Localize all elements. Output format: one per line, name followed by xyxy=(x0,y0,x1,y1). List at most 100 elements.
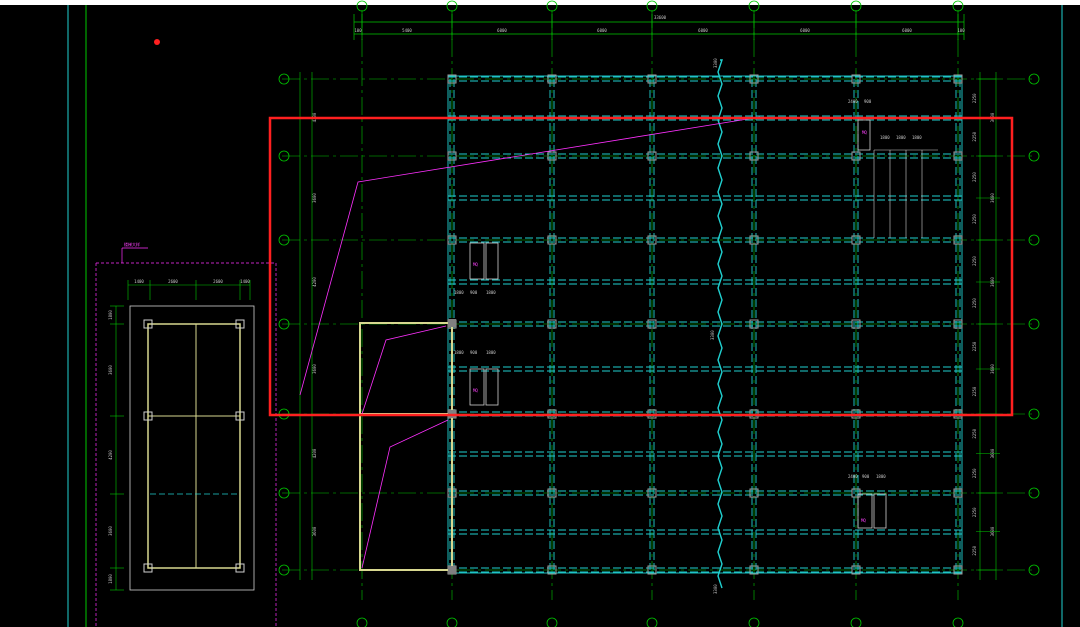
column xyxy=(851,319,861,329)
column xyxy=(547,565,557,575)
stair-tag: MQ xyxy=(473,262,478,267)
opening-dimension: 2400 xyxy=(848,99,858,104)
right-dimension-label: 2250 xyxy=(972,545,977,555)
left-dimension-label: 4200 xyxy=(312,448,317,458)
left-dimension-label: 3600 xyxy=(312,193,317,203)
top-dimension-total: 33600 xyxy=(654,15,667,20)
opening-dimension: 2400 xyxy=(848,474,858,479)
column xyxy=(749,488,759,498)
joint-label-bottom: 3300 xyxy=(713,584,718,594)
window-top-edge xyxy=(0,0,1080,5)
axis-bubble-bottom xyxy=(446,617,458,627)
top-dimension-segment: 6000 xyxy=(800,28,810,33)
right-dimension-label: 2250 xyxy=(972,93,977,103)
axis-bubble-bottom xyxy=(356,617,368,627)
axis-bubble-left xyxy=(278,318,290,330)
opening-frame-mid-lower-2 xyxy=(485,368,499,406)
joint-label-top: 3300 xyxy=(713,58,718,68)
opening-dimension: 1800 xyxy=(454,350,464,355)
column xyxy=(547,74,557,84)
column xyxy=(851,235,861,245)
axis-bubble-top xyxy=(952,0,964,12)
column xyxy=(851,151,861,161)
detail-stair-frame xyxy=(147,323,241,569)
column xyxy=(851,74,861,84)
column xyxy=(547,319,557,329)
column xyxy=(953,319,963,329)
axis-bubble-top xyxy=(356,0,368,12)
column xyxy=(749,151,759,161)
opening-frame-mid-2 xyxy=(485,242,499,280)
right-dimension-label: 2250 xyxy=(972,507,977,517)
axis-bubble-left xyxy=(278,150,290,162)
detail-top-dimension: 1400 xyxy=(240,279,250,284)
detail-left-dimension: 1800 xyxy=(108,574,113,584)
column xyxy=(647,151,657,161)
axis-bubble-bottom xyxy=(850,617,862,627)
opening-dimension: 1800 xyxy=(880,135,890,140)
axis-bubble-top xyxy=(546,0,558,12)
column xyxy=(447,151,457,161)
opening-dimension: 1800 xyxy=(876,474,886,479)
column xyxy=(953,488,963,498)
highlight-selection-box xyxy=(268,116,1014,417)
axis-bubble-right xyxy=(1028,487,1040,499)
detail-top-dimension: 2600 xyxy=(213,279,223,284)
axis-bubble-left xyxy=(278,564,290,576)
opening-frame-upper xyxy=(857,119,871,151)
column xyxy=(447,235,457,245)
stairwell-column xyxy=(448,566,456,574)
axis-bubble-left xyxy=(278,234,290,246)
axis-bubble-bottom xyxy=(646,617,658,627)
detail-left-dimension: 4200 xyxy=(108,450,113,460)
opening-dimension: 1800 xyxy=(486,350,496,355)
opening-dimension: 1800 xyxy=(896,135,906,140)
right-dimension-label: 2250 xyxy=(972,131,977,141)
detail-column xyxy=(143,411,153,421)
detail-column xyxy=(235,563,245,573)
column xyxy=(447,74,457,84)
detail-outer-frame xyxy=(129,305,255,591)
detail-tag: 楼梯大样 xyxy=(124,241,140,247)
leader-line xyxy=(361,419,449,569)
axis-bubble-bottom xyxy=(748,617,760,627)
detail-column xyxy=(143,563,153,573)
right-dimension-label: 2250 xyxy=(972,214,977,224)
expansion-joint-line xyxy=(717,59,723,589)
opening-frame-lower xyxy=(857,493,873,529)
column xyxy=(953,74,963,84)
axis-bubble-right xyxy=(1028,408,1040,420)
column xyxy=(749,74,759,84)
left-dimension-label: 3600 xyxy=(312,364,317,374)
detail-column xyxy=(143,319,153,329)
right-dimension-label: 2250 xyxy=(972,172,977,182)
stair-tag: MQ xyxy=(862,130,867,135)
column xyxy=(547,151,557,161)
column xyxy=(749,565,759,575)
stairwell-column xyxy=(448,319,456,327)
opening-dimension: 900 xyxy=(864,99,872,104)
opening-dimension: 900 xyxy=(470,350,478,355)
slab-outline xyxy=(447,75,963,574)
column xyxy=(953,565,963,575)
column xyxy=(647,565,657,575)
axis-bubble-bottom xyxy=(546,617,558,627)
axis-bubble-right xyxy=(1028,564,1040,576)
column xyxy=(647,74,657,84)
detail-column xyxy=(235,319,245,329)
axis-bubble-left xyxy=(278,487,290,499)
top-dimension-segment: 100 xyxy=(957,28,965,33)
column xyxy=(953,151,963,161)
right-dimension-label: 2250 xyxy=(972,468,977,478)
stair-tag: MQ xyxy=(473,388,478,393)
top-dimension-segment: 6000 xyxy=(698,28,708,33)
opening-dimension: 1800 xyxy=(912,135,922,140)
opening-dimension: 900 xyxy=(862,474,870,479)
detail-left-dimension: 3600 xyxy=(108,526,113,536)
column xyxy=(547,488,557,498)
column xyxy=(749,319,759,329)
axis-bubble-top xyxy=(748,0,760,12)
left-dimension-label: 3600 xyxy=(312,526,317,536)
